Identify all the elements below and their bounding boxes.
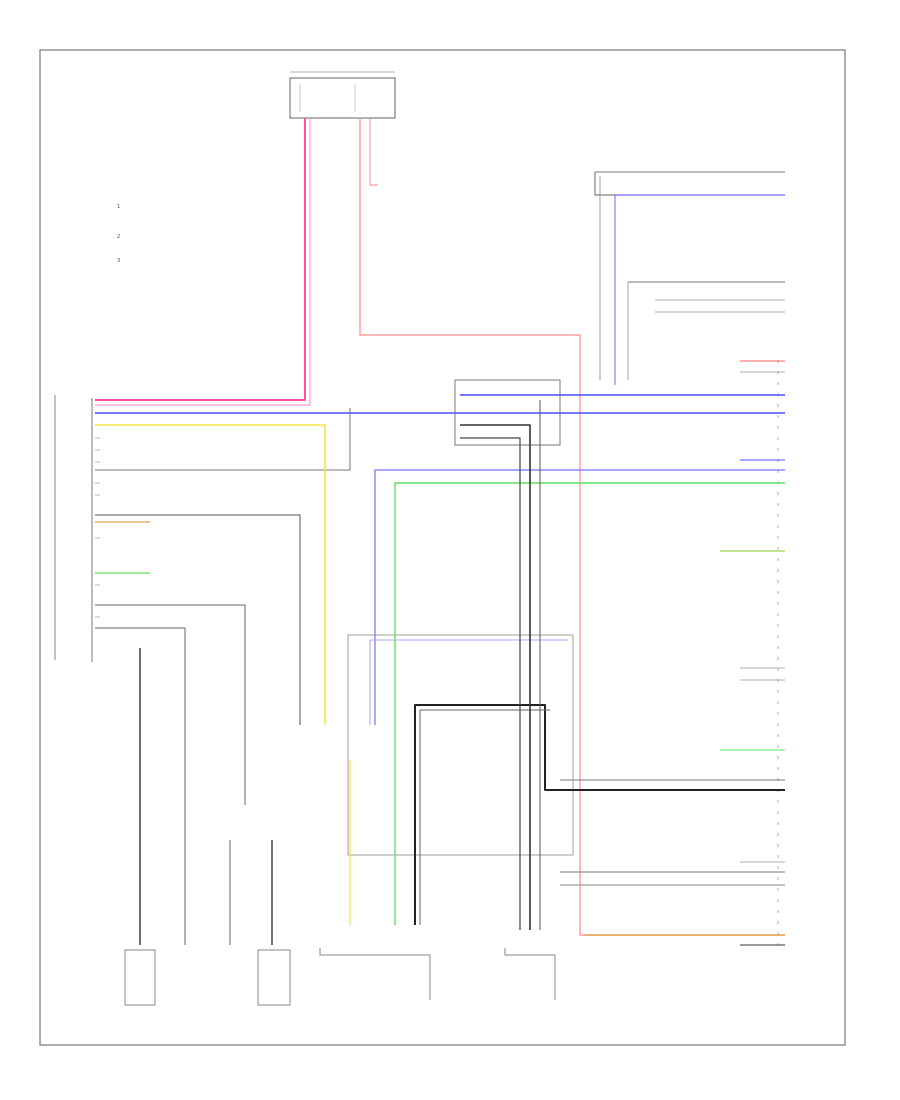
bottom-components (124, 948, 556, 1006)
wire-green (394, 482, 785, 925)
wire-yellow (95, 424, 326, 725)
wire-pink (95, 118, 306, 401)
diagram-frame (39, 49, 846, 1046)
center-connectors (95, 379, 574, 856)
left-module (54, 395, 93, 662)
legend-num-1: 1 (117, 204, 120, 210)
legend-num-3: 3 (117, 258, 120, 264)
wire-red (359, 118, 785, 936)
legend: 1 2 3 (117, 204, 120, 264)
wire-black (414, 704, 785, 925)
wires (95, 118, 785, 946)
left-module-pins (95, 437, 100, 618)
upper-right-blocks (594, 171, 785, 380)
legend-num-2: 2 (117, 234, 120, 240)
top-fuse-block (289, 71, 396, 119)
